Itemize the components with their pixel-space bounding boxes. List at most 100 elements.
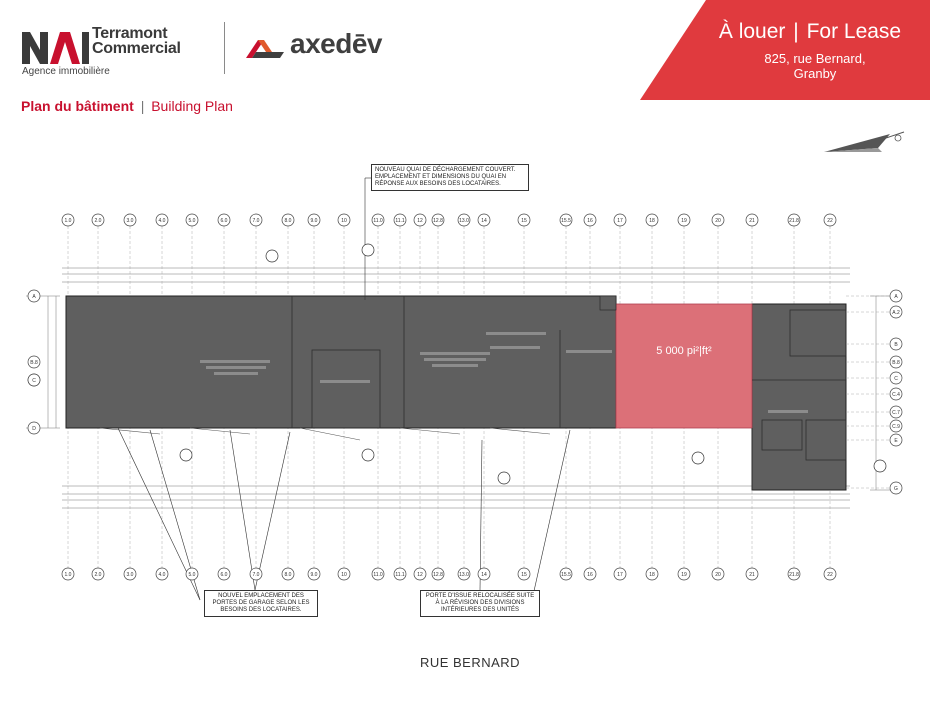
svg-text:6.0: 6.0 <box>221 218 228 224</box>
row-bubble-left: B.8 <box>27 355 41 369</box>
row-bubble-right: B.8 <box>889 355 903 369</box>
svg-text:A.2: A.2 <box>892 310 900 316</box>
plan-title-separator: | <box>140 98 145 114</box>
grid-bubble-bottom: 6.0 <box>217 567 231 581</box>
building-plan-drawing: 1.0 2.0 3.0 4.0 5.0 6.0 7.0 8.0 9.0 10 11.0 11.1 12 1… <box>26 177 903 601</box>
svg-text:2.0: 2.0 <box>95 218 102 224</box>
svg-text:5.0: 5.0 <box>189 572 196 578</box>
svg-text:19: 19 <box>681 218 687 224</box>
grid-bubble-top: 10 <box>337 213 351 227</box>
svg-text:3.0: 3.0 <box>127 572 134 578</box>
svg-text:11.1: 11.1 <box>395 572 405 578</box>
svg-text:15: 15 <box>521 218 527 224</box>
svg-text:3.0: 3.0 <box>127 218 134 224</box>
svg-text:11.0: 11.0 <box>373 572 383 578</box>
grid-bubble-top: 8.0 <box>281 213 295 227</box>
grid-bubble-top: 14 <box>477 213 491 227</box>
svg-text:15.5: 15.5 <box>561 572 571 578</box>
terramont-line1: Terramont <box>92 25 168 42</box>
row-bubble-right: C <box>889 371 903 385</box>
row-bubble-left: A <box>27 289 41 303</box>
grid-bubble-bottom: 21.8 <box>787 567 801 581</box>
svg-text:C.4: C.4 <box>892 392 900 398</box>
svg-text:22: 22 <box>827 218 833 224</box>
row-grid-bubbles-right: AA.2BB.8CC.4C.7C.9EG <box>846 289 903 495</box>
grid-bubble-bottom: 11.0 <box>371 567 385 581</box>
svg-text:20: 20 <box>715 218 721 224</box>
banner-title-fr: À louer <box>718 20 786 43</box>
grid-bubble-top: 7.0 <box>249 213 263 227</box>
svg-text:16: 16 <box>587 572 593 578</box>
svg-text:4.0: 4.0 <box>159 218 166 224</box>
grid-bubble-bottom: 13.0 <box>457 567 471 581</box>
banner-title-separator: | <box>793 20 799 43</box>
grid-bubble-bottom: 19 <box>677 567 691 581</box>
banner-address-line2: Granby <box>793 66 837 81</box>
svg-text:8.0: 8.0 <box>285 572 292 578</box>
svg-text:17: 17 <box>617 218 623 224</box>
row-grid-bubbles-left: A B.8C D <box>27 289 41 435</box>
row-bubble-left: D <box>27 421 41 435</box>
grid-bubble-top: 22 <box>823 213 837 227</box>
dimension-lines <box>26 267 900 509</box>
axedev-wordmark: axedēv <box>290 28 382 59</box>
svg-text:B.8: B.8 <box>892 360 900 366</box>
grid-bubble-bottom: 3.0 <box>123 567 137 581</box>
svg-text:A: A <box>32 294 36 300</box>
svg-text:9.0: 9.0 <box>311 572 318 578</box>
svg-text:18: 18 <box>649 572 655 578</box>
grid-bubble-bottom: 17 <box>613 567 627 581</box>
svg-text:14: 14 <box>481 572 487 578</box>
plan-title-en: Building Plan <box>151 98 233 114</box>
grid-bubble-bottom: 11.1 <box>393 567 407 581</box>
grid-bubble-bottom: 21 <box>745 567 759 581</box>
svg-text:22: 22 <box>827 572 833 578</box>
grid-bubble-bottom: 8.0 <box>281 567 295 581</box>
grid-bubble-bottom: 2.0 <box>91 567 105 581</box>
svg-text:G: G <box>894 486 898 492</box>
svg-text:C: C <box>32 378 36 384</box>
svg-text:11.0: 11.0 <box>373 218 383 224</box>
row-bubble-left: C <box>27 373 41 387</box>
svg-text:B: B <box>894 342 898 348</box>
row-bubble-right: C.9 <box>889 419 903 433</box>
grid-bubble-top: 15 <box>517 213 531 227</box>
svg-text:15: 15 <box>521 572 527 578</box>
terramont-logo-text: Terramont Commercial <box>92 25 181 57</box>
row-bubble-right: C.7 <box>889 405 903 419</box>
grid-bubble-bottom: 1.0 <box>61 567 75 581</box>
svg-text:C.7: C.7 <box>892 410 900 416</box>
svg-text:21.8: 21.8 <box>789 218 799 224</box>
grid-bubble-bottom: 10 <box>337 567 351 581</box>
svg-text:16: 16 <box>587 218 593 224</box>
row-bubble-right: G <box>889 481 903 495</box>
grid-bubble-bottom: 15 <box>517 567 531 581</box>
svg-text:5.0: 5.0 <box>189 218 196 224</box>
grid-bubble-bottom: 12.8 <box>431 567 445 581</box>
grid-bubble-top: 18 <box>645 213 659 227</box>
nai-logo-icon <box>22 32 89 64</box>
row-bubble-right: E <box>889 433 903 447</box>
axedev-logo-icon <box>246 40 284 58</box>
svg-text:8.0: 8.0 <box>285 218 292 224</box>
grid-bubble-top: 21.8 <box>787 213 801 227</box>
logo-divider <box>224 22 225 74</box>
note-loading-dock: NOUVEAU QUAI DE DÉCHARGEMENT COUVERT. EM… <box>371 164 529 191</box>
svg-text:12: 12 <box>417 218 423 224</box>
svg-text:18: 18 <box>649 218 655 224</box>
grid-bubble-bottom: 5.0 <box>185 567 199 581</box>
svg-text:15.5: 15.5 <box>561 218 571 224</box>
grid-bubble-top: 17 <box>613 213 627 227</box>
room-label-marks <box>200 332 808 413</box>
grid-bubble-bottom: 4.0 <box>155 567 169 581</box>
row-bubble-right: C.4 <box>889 387 903 401</box>
svg-text:4.0: 4.0 <box>159 572 166 578</box>
banner-title-en: For Lease <box>806 20 902 43</box>
svg-text:12.8: 12.8 <box>433 572 443 578</box>
grid-bubble-bottom: 20 <box>711 567 725 581</box>
grid-bubble-bottom: 12 <box>413 567 427 581</box>
grid-bubble-top: 6.0 <box>217 213 231 227</box>
grid-bubble-top: 9.0 <box>307 213 321 227</box>
agence-label: Agence immobilière <box>22 66 110 77</box>
